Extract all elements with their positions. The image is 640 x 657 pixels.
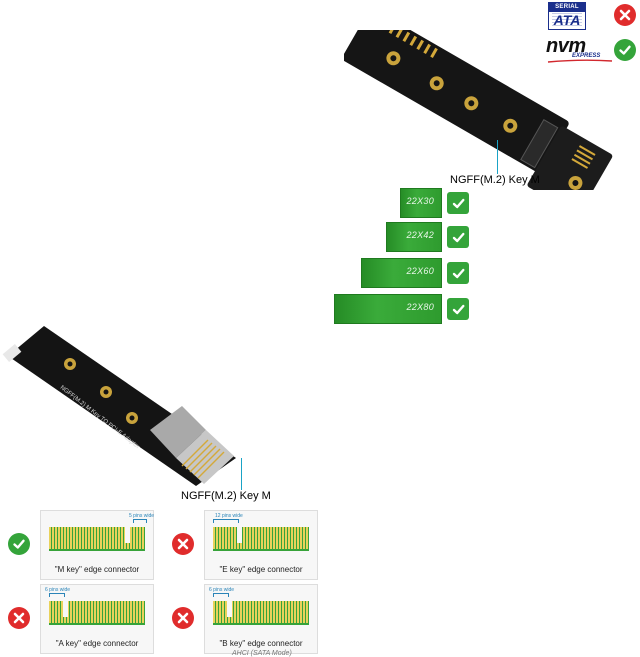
- check-circle-icon: [614, 39, 636, 61]
- ssd-size-card-2242: 22X42: [386, 222, 442, 252]
- ssd-size-label: 22X42: [406, 230, 434, 240]
- check-circle-icon: [8, 533, 30, 555]
- ssd-size-label: 22X80: [406, 302, 434, 312]
- ssd-size-card-2260: 22X60: [361, 258, 442, 288]
- pin-width-bracket: [213, 519, 239, 523]
- top-caption-leader-line: [497, 140, 498, 174]
- edge-connector-graphic: [213, 601, 309, 625]
- x-circle-icon: [172, 607, 194, 629]
- m-key-connector-card: 5 pins wide "M key" edge connector: [40, 510, 154, 580]
- ssd-size-card-2280: 22X80: [334, 294, 442, 324]
- sata-mode-note: AHCI (SATA Mode): [232, 650, 292, 657]
- top-adapter-caption: NGFF(M.2) Key M: [450, 174, 540, 186]
- connector-caption: "A key" edge connector: [55, 639, 139, 648]
- sata-logo: SERIAL ATA: [548, 2, 586, 30]
- bottom-adapter-board-image: NGFF(M.2) M Key TO PCI-E Adapter: [2, 326, 236, 486]
- pin-width-note: 6 pins wide: [209, 587, 235, 593]
- top-adapter-board-image: [344, 30, 613, 190]
- bottom-caption-leader-line: [241, 458, 242, 490]
- x-circle-icon: [172, 533, 194, 555]
- nvme-logo-sub-text: EXPRESS: [572, 53, 601, 59]
- bottom-adapter-caption: NGFF(M.2) Key M: [181, 490, 271, 502]
- check-icon: [447, 298, 469, 320]
- check-icon: [447, 226, 469, 248]
- pin-width-bracket: [49, 593, 65, 597]
- x-circle-icon: [614, 4, 636, 26]
- check-icon: [447, 192, 469, 214]
- connector-caption: "M key" edge connector: [54, 565, 140, 574]
- e-key-connector-card: 12 pins wide "E key" edge connector: [204, 510, 318, 580]
- ssd-size-label: 22X30: [406, 196, 434, 206]
- pin-width-bracket: [133, 519, 147, 523]
- edge-connector-graphic: [49, 601, 145, 625]
- check-icon: [447, 262, 469, 284]
- pin-width-note: 12 pins wide: [215, 513, 243, 519]
- pin-width-bracket: [213, 593, 229, 597]
- connector-caption: "B key" edge connector: [219, 639, 303, 648]
- a-key-connector-card: 6 pins wide "A key" edge connector: [40, 584, 154, 654]
- pin-width-note: 6 pins wide: [45, 587, 71, 593]
- ssd-size-label: 22X60: [406, 266, 434, 276]
- edge-connector-graphic: [213, 527, 309, 551]
- x-circle-icon: [8, 607, 30, 629]
- connector-caption: "E key" edge connector: [219, 565, 303, 574]
- ssd-size-card-2230: 22X30: [400, 188, 442, 218]
- b-key-connector-card: 6 pins wide "B key" edge connector: [204, 584, 318, 654]
- sata-logo-main-text: ATA: [552, 12, 582, 28]
- nvme-logo-main-text: nvm: [546, 35, 586, 57]
- sata-logo-top-text: SERIAL: [549, 3, 585, 12]
- nvme-logo: nvm EXPRESS: [546, 35, 616, 63]
- pin-width-note: 5 pins wide: [129, 513, 155, 519]
- edge-connector-graphic: [49, 527, 145, 551]
